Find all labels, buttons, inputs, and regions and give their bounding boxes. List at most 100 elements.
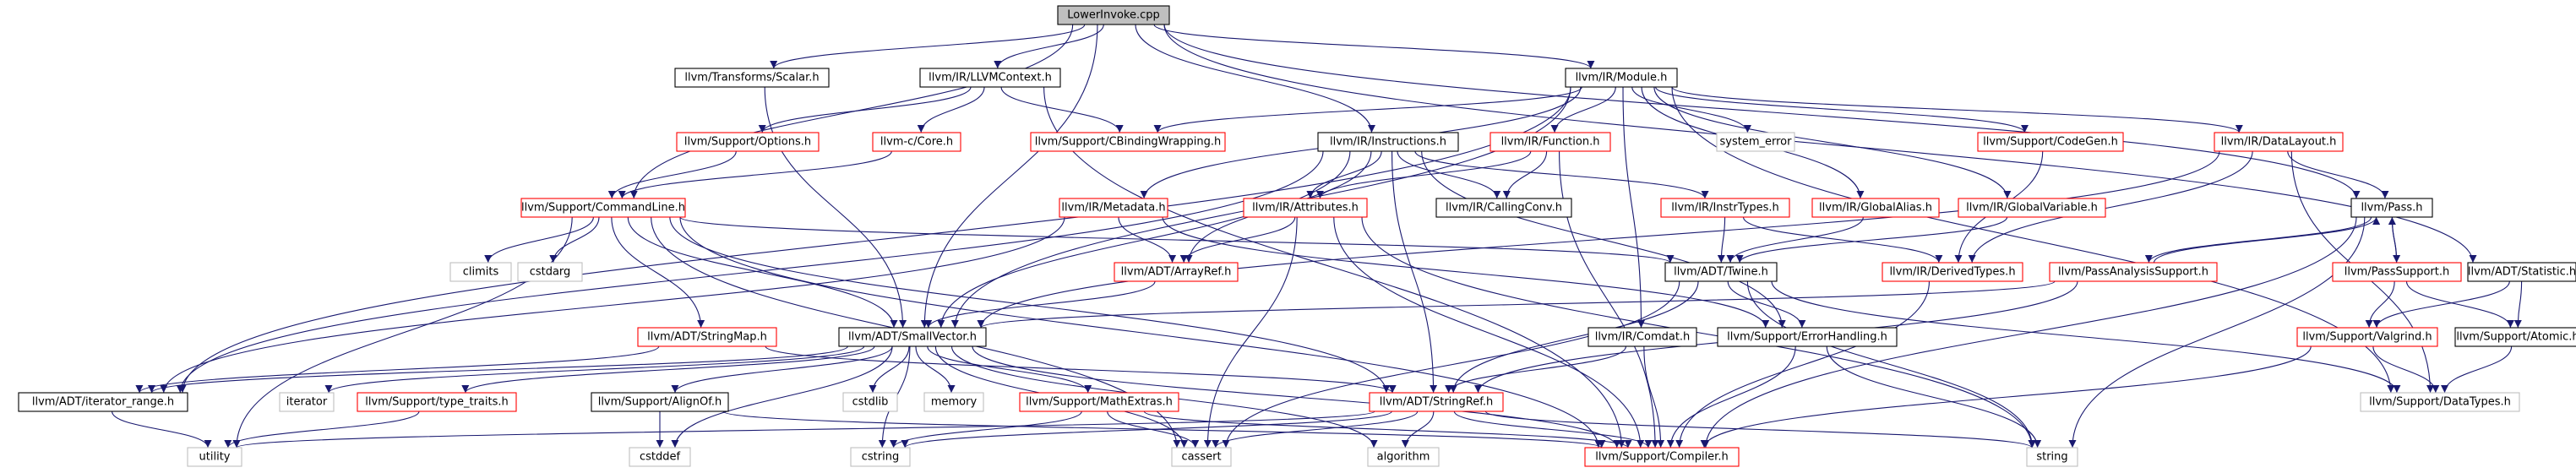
node-mathextras[interactable]: llvm/Support/MathExtras.h (1019, 392, 1179, 412)
node-iterator[interactable]: iterator (279, 392, 335, 412)
node-algorithm[interactable]: algorithm (1367, 447, 1440, 467)
node-string[interactable]: string (2026, 447, 2078, 467)
node-climits[interactable]: climits (449, 262, 512, 282)
node-label: llvm/IR/GlobalVariable.h (1966, 202, 2098, 215)
node-valgrind[interactable]: llvm/Support/Valgrind.h (2296, 327, 2438, 347)
edge-arrayref-to-smallvector (924, 280, 1156, 329)
node-label: llvm/Support/CommandLine.h (521, 202, 685, 215)
node-label: system_error (1720, 136, 1793, 149)
edge-globalvariable-to-twine (1735, 216, 2008, 264)
node-box (838, 327, 987, 347)
node-label: llvm/Support/CBindingWrapping.h (1035, 136, 1222, 149)
node-function[interactable]: llvm/IR/Function.h (1490, 132, 1611, 152)
node-codegen[interactable]: llvm/Support/CodeGen.h (1977, 132, 2124, 152)
node-metadata[interactable]: llvm/IR/Metadata.h (1059, 198, 1168, 218)
node-box (520, 198, 686, 218)
edge-stringmap-to-iterrange (135, 345, 660, 394)
node-label: climits (463, 266, 499, 279)
node-cbinding[interactable]: llvm/Support/CBindingWrapping.h (1030, 132, 1226, 152)
node-cstdlib[interactable]: cstdlib (842, 392, 898, 412)
node-globalvariable[interactable]: llvm/IR/GlobalVariable.h (1958, 198, 2106, 218)
edge-passsupport-to-pass (2388, 216, 2398, 264)
node-attributes[interactable]: llvm/IR/Attributes.h (1243, 198, 1368, 218)
node-twine[interactable]: llvm/ADT/Twine.h (1664, 262, 1778, 282)
edge-metadata-to-arrayref (1118, 216, 1177, 264)
node-pass[interactable]: llvm/Pass.h (2350, 198, 2433, 218)
node-cstring[interactable]: cstring (850, 447, 911, 467)
node-label: llvm-c/Core.h (880, 136, 953, 149)
node-statistic[interactable]: llvm/ADT/Statistic.h (2467, 262, 2576, 282)
node-datatypes[interactable]: llvm/Support/DataTypes.h (2360, 392, 2520, 412)
node-alignof[interactable]: llvm/Support/AlignOf.h (591, 392, 729, 412)
dependency-edges (112, 24, 2523, 449)
node-llvmcontext[interactable]: llvm/IR/LLVMContext.h (919, 68, 1061, 88)
edge-smallvector-to-mathextras (927, 345, 1092, 394)
edge-smallvector-to-compiler (972, 345, 1621, 449)
node-box (1243, 198, 1368, 218)
node-datalayout[interactable]: llvm/IR/DataLayout.h (2214, 132, 2344, 152)
node-label: llvm/IR/CallingConv.h (1446, 202, 1562, 215)
node-commandline[interactable]: llvm/Support/CommandLine.h (520, 198, 686, 218)
node-derivedtypes[interactable]: llvm/IR/DerivedTypes.h (1882, 262, 2023, 282)
node-passsupport[interactable]: llvm/PassSupport.h (2332, 262, 2462, 282)
node-smallvector[interactable]: llvm/ADT/SmallVector.h (838, 327, 987, 347)
node-box (1367, 447, 1440, 467)
node-label: llvm/PassSupport.h (2345, 266, 2450, 279)
edge-root-to-module (1153, 24, 1595, 69)
node-label: llvm/Support/Atomic.h (2456, 331, 2576, 344)
node-instructions[interactable]: llvm/IR/Instructions.h (1317, 132, 1459, 152)
node-box (674, 68, 830, 88)
node-cstddef[interactable]: cstddef (629, 447, 691, 467)
node-module[interactable]: llvm/IR/Module.h (1565, 68, 1678, 88)
node-cstdarg[interactable]: cstdarg (517, 262, 583, 282)
node-box (1059, 198, 1168, 218)
edge-instructions-to-attributes (1306, 150, 1382, 199)
edge-commandline-to-cstdarg (549, 216, 600, 264)
node-scalar[interactable]: llvm/Transforms/Scalar.h (674, 68, 830, 88)
node-box (629, 447, 691, 467)
node-arrayref[interactable]: llvm/ADT/ArrayRef.h (1114, 262, 1239, 282)
node-label: llvm/IR/GlobalAlias.h (1819, 202, 1932, 215)
edge-llvmcontext-to-cbinding (1000, 86, 1124, 133)
node-globalalias[interactable]: llvm/IR/GlobalAlias.h (1811, 198, 1940, 218)
node-callingconv[interactable]: llvm/IR/CallingConv.h (1435, 198, 1572, 218)
edge-statistic-to-atomic (2513, 280, 2523, 329)
node-comdat[interactable]: llvm/IR/Comdat.h (1588, 327, 1697, 347)
node-typetraits[interactable]: llvm/Support/type_traits.h (357, 392, 517, 412)
node-iterrange[interactable]: llvm/ADT/iterator_range.h (18, 392, 188, 412)
node-box (187, 447, 242, 467)
node-utility[interactable]: utility (187, 447, 242, 467)
node-box (1588, 327, 1697, 347)
node-errorhandling[interactable]: llvm/Support/ErrorHandling.h (1717, 327, 1898, 347)
node-ccore[interactable]: llvm-c/Core.h (872, 132, 961, 152)
edge-comdat-to-stringref (1445, 345, 1627, 394)
node-stringref[interactable]: llvm/ADT/StringRef.h (1369, 392, 1504, 412)
edge-smallvector-to-cstdlib (869, 345, 910, 394)
node-box (1717, 327, 1898, 347)
node-atomic[interactable]: llvm/Support/Atomic.h (2454, 327, 2576, 347)
edge-passanalysis-to-pass (2153, 216, 2381, 264)
edge-stringref-to-string (1484, 410, 2036, 449)
node-memory[interactable]: memory (923, 392, 984, 412)
node-label: llvm/ADT/ArrayRef.h (1121, 266, 1232, 279)
node-cassert[interactable]: cassert (1171, 447, 1232, 467)
edge-root-to-smallvector (920, 24, 1098, 329)
node-label: llvm/Support/Compiler.h (1595, 451, 1728, 464)
edge-stringref-to-cstring (901, 410, 1392, 449)
node-box (449, 262, 512, 282)
node-box (1584, 447, 1740, 467)
node-label: cstdarg (530, 266, 571, 279)
node-instrtypes[interactable]: llvm/IR/InstrTypes.h (1660, 198, 1790, 218)
node-label: llvm/IR/LLVMContext.h (929, 72, 1052, 84)
node-label: algorithm (1377, 451, 1430, 464)
node-system_error[interactable]: system_error (1716, 132, 1795, 152)
node-options[interactable]: llvm/Support/Options.h (676, 132, 820, 152)
node-passanalysis[interactable]: llvm/PassAnalysisSupport.h (2049, 262, 2218, 282)
node-compiler[interactable]: llvm/Support/Compiler.h (1584, 447, 1740, 467)
edge-twine-to-errorhandling (1727, 280, 1806, 329)
node-box (2350, 198, 2433, 218)
edge-datalayout-to-derivedtypes (1968, 150, 2253, 264)
node-stringmap[interactable]: llvm/ADT/StringMap.h (637, 327, 777, 347)
edge-stringmap-to-stringref (765, 345, 1397, 394)
